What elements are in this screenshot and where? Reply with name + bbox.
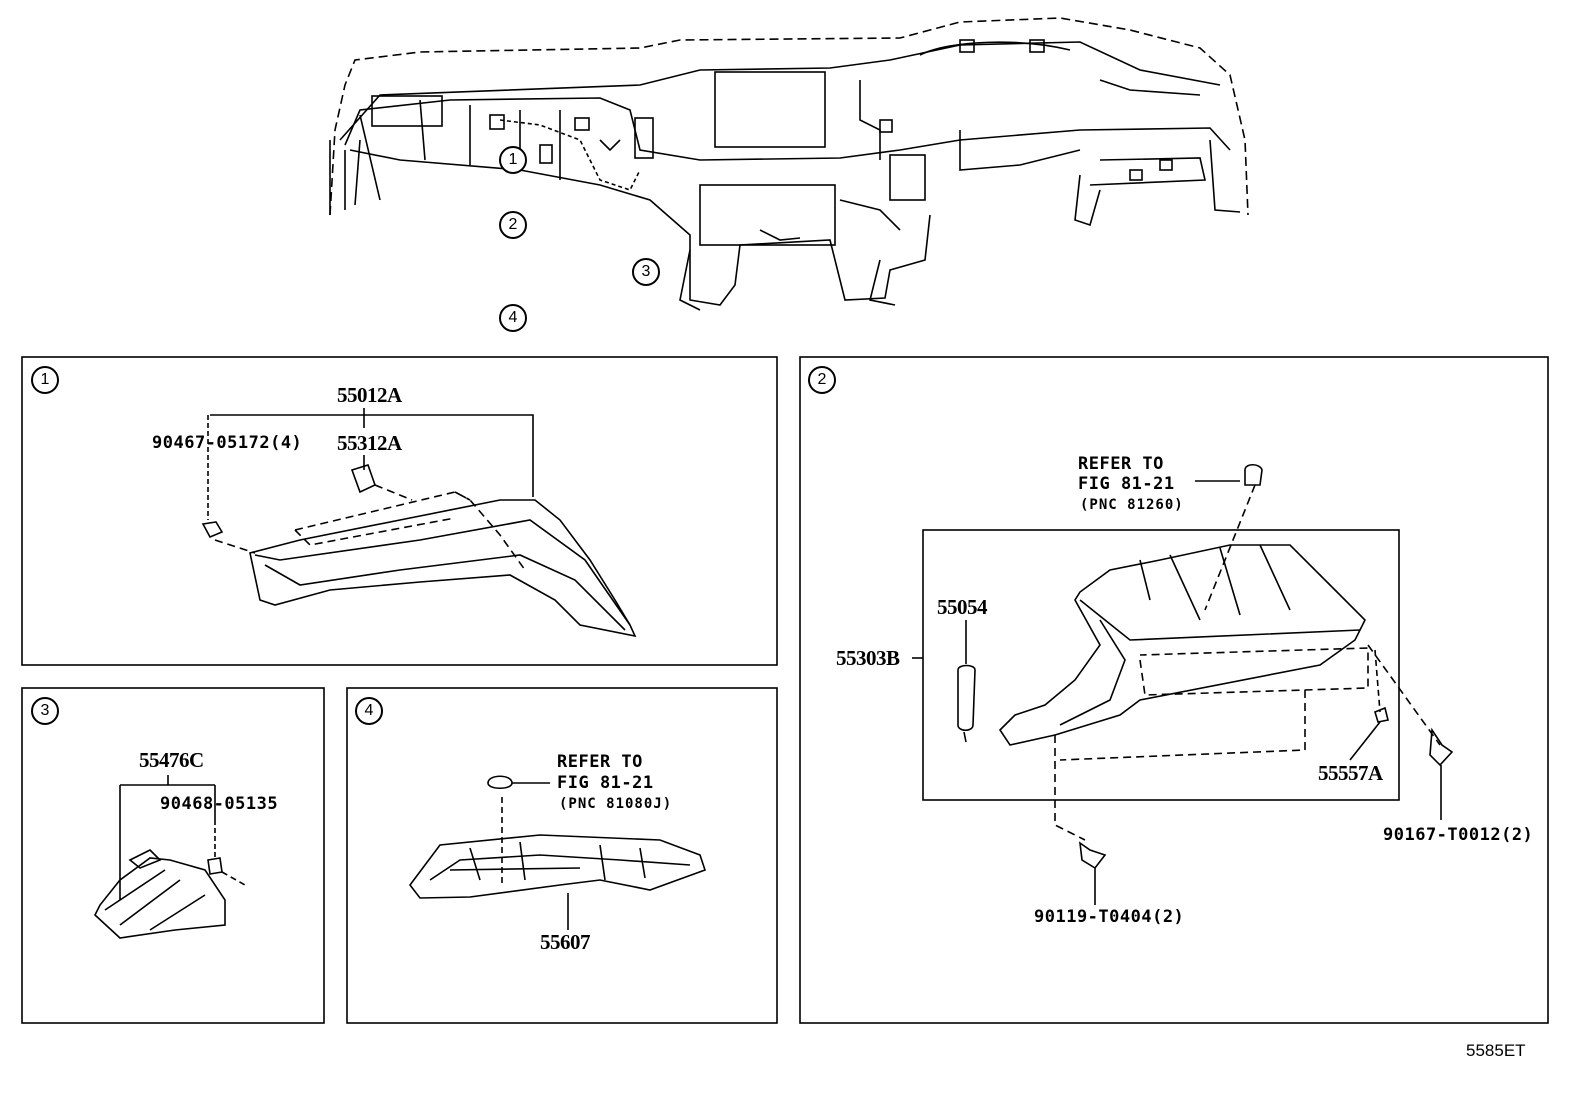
panel-2-number: 2 [808,366,836,394]
panel-2-parts-drawing [912,463,1454,905]
panel-1-number: 1 [31,366,59,394]
part-label-55012A[interactable]: 55012A [337,383,402,407]
panel-3-frame [21,687,325,1024]
refer-text-line2[interactable]: FIG 81-21 [1078,474,1175,494]
part-label-55303B[interactable]: 55303B [836,646,900,670]
panel-1-parts-drawing [201,408,637,638]
refer-text-line1: REFER TO [1078,454,1164,474]
panel-3-number: 3 [31,697,59,725]
panel-4-number: 4 [355,697,383,725]
part-label-55054[interactable]: 55054 [937,595,988,619]
panel-4-parts-drawing [408,775,707,930]
part-label-55557A[interactable]: 55557A [1318,761,1383,785]
panel-3-parts-drawing [94,775,246,939]
part-label-55476C[interactable]: 55476C [139,748,204,772]
overview-callout-2[interactable]: 2 [499,211,527,239]
dashboard-overview-drawing [329,17,1249,311]
part-label-90167-T0012[interactable]: 90167-T0012(2) [1383,825,1534,845]
refer-text-pnc-panel4: (PNC 81080J) [559,796,673,812]
part-label-90467-05172[interactable]: 90467-05172(4) [152,433,303,453]
part-label-55312A[interactable]: 55312A [337,431,402,455]
panel-4-frame [346,687,778,1024]
panel-2-frame [799,356,1549,1024]
part-label-90119-T0404[interactable]: 90119-T0404(2) [1034,907,1185,927]
figure-id: 5585ET [1466,1041,1526,1060]
refer-text-line1-panel4: REFER TO [557,752,643,772]
part-label-90468-05135[interactable]: 90468-05135 [160,794,279,814]
part-label-55607[interactable]: 55607 [540,930,591,954]
panel-1-frame [21,356,778,666]
overview-callout-4[interactable]: 4 [499,304,527,332]
panel-2-inset-frame [922,529,1400,801]
refer-text-pnc: (PNC 81260) [1080,497,1184,513]
overview-callout-1[interactable]: 1 [499,146,527,174]
overview-callout-3[interactable]: 3 [632,258,660,286]
refer-text-line2-panel4[interactable]: FIG 81-21 [557,773,654,793]
